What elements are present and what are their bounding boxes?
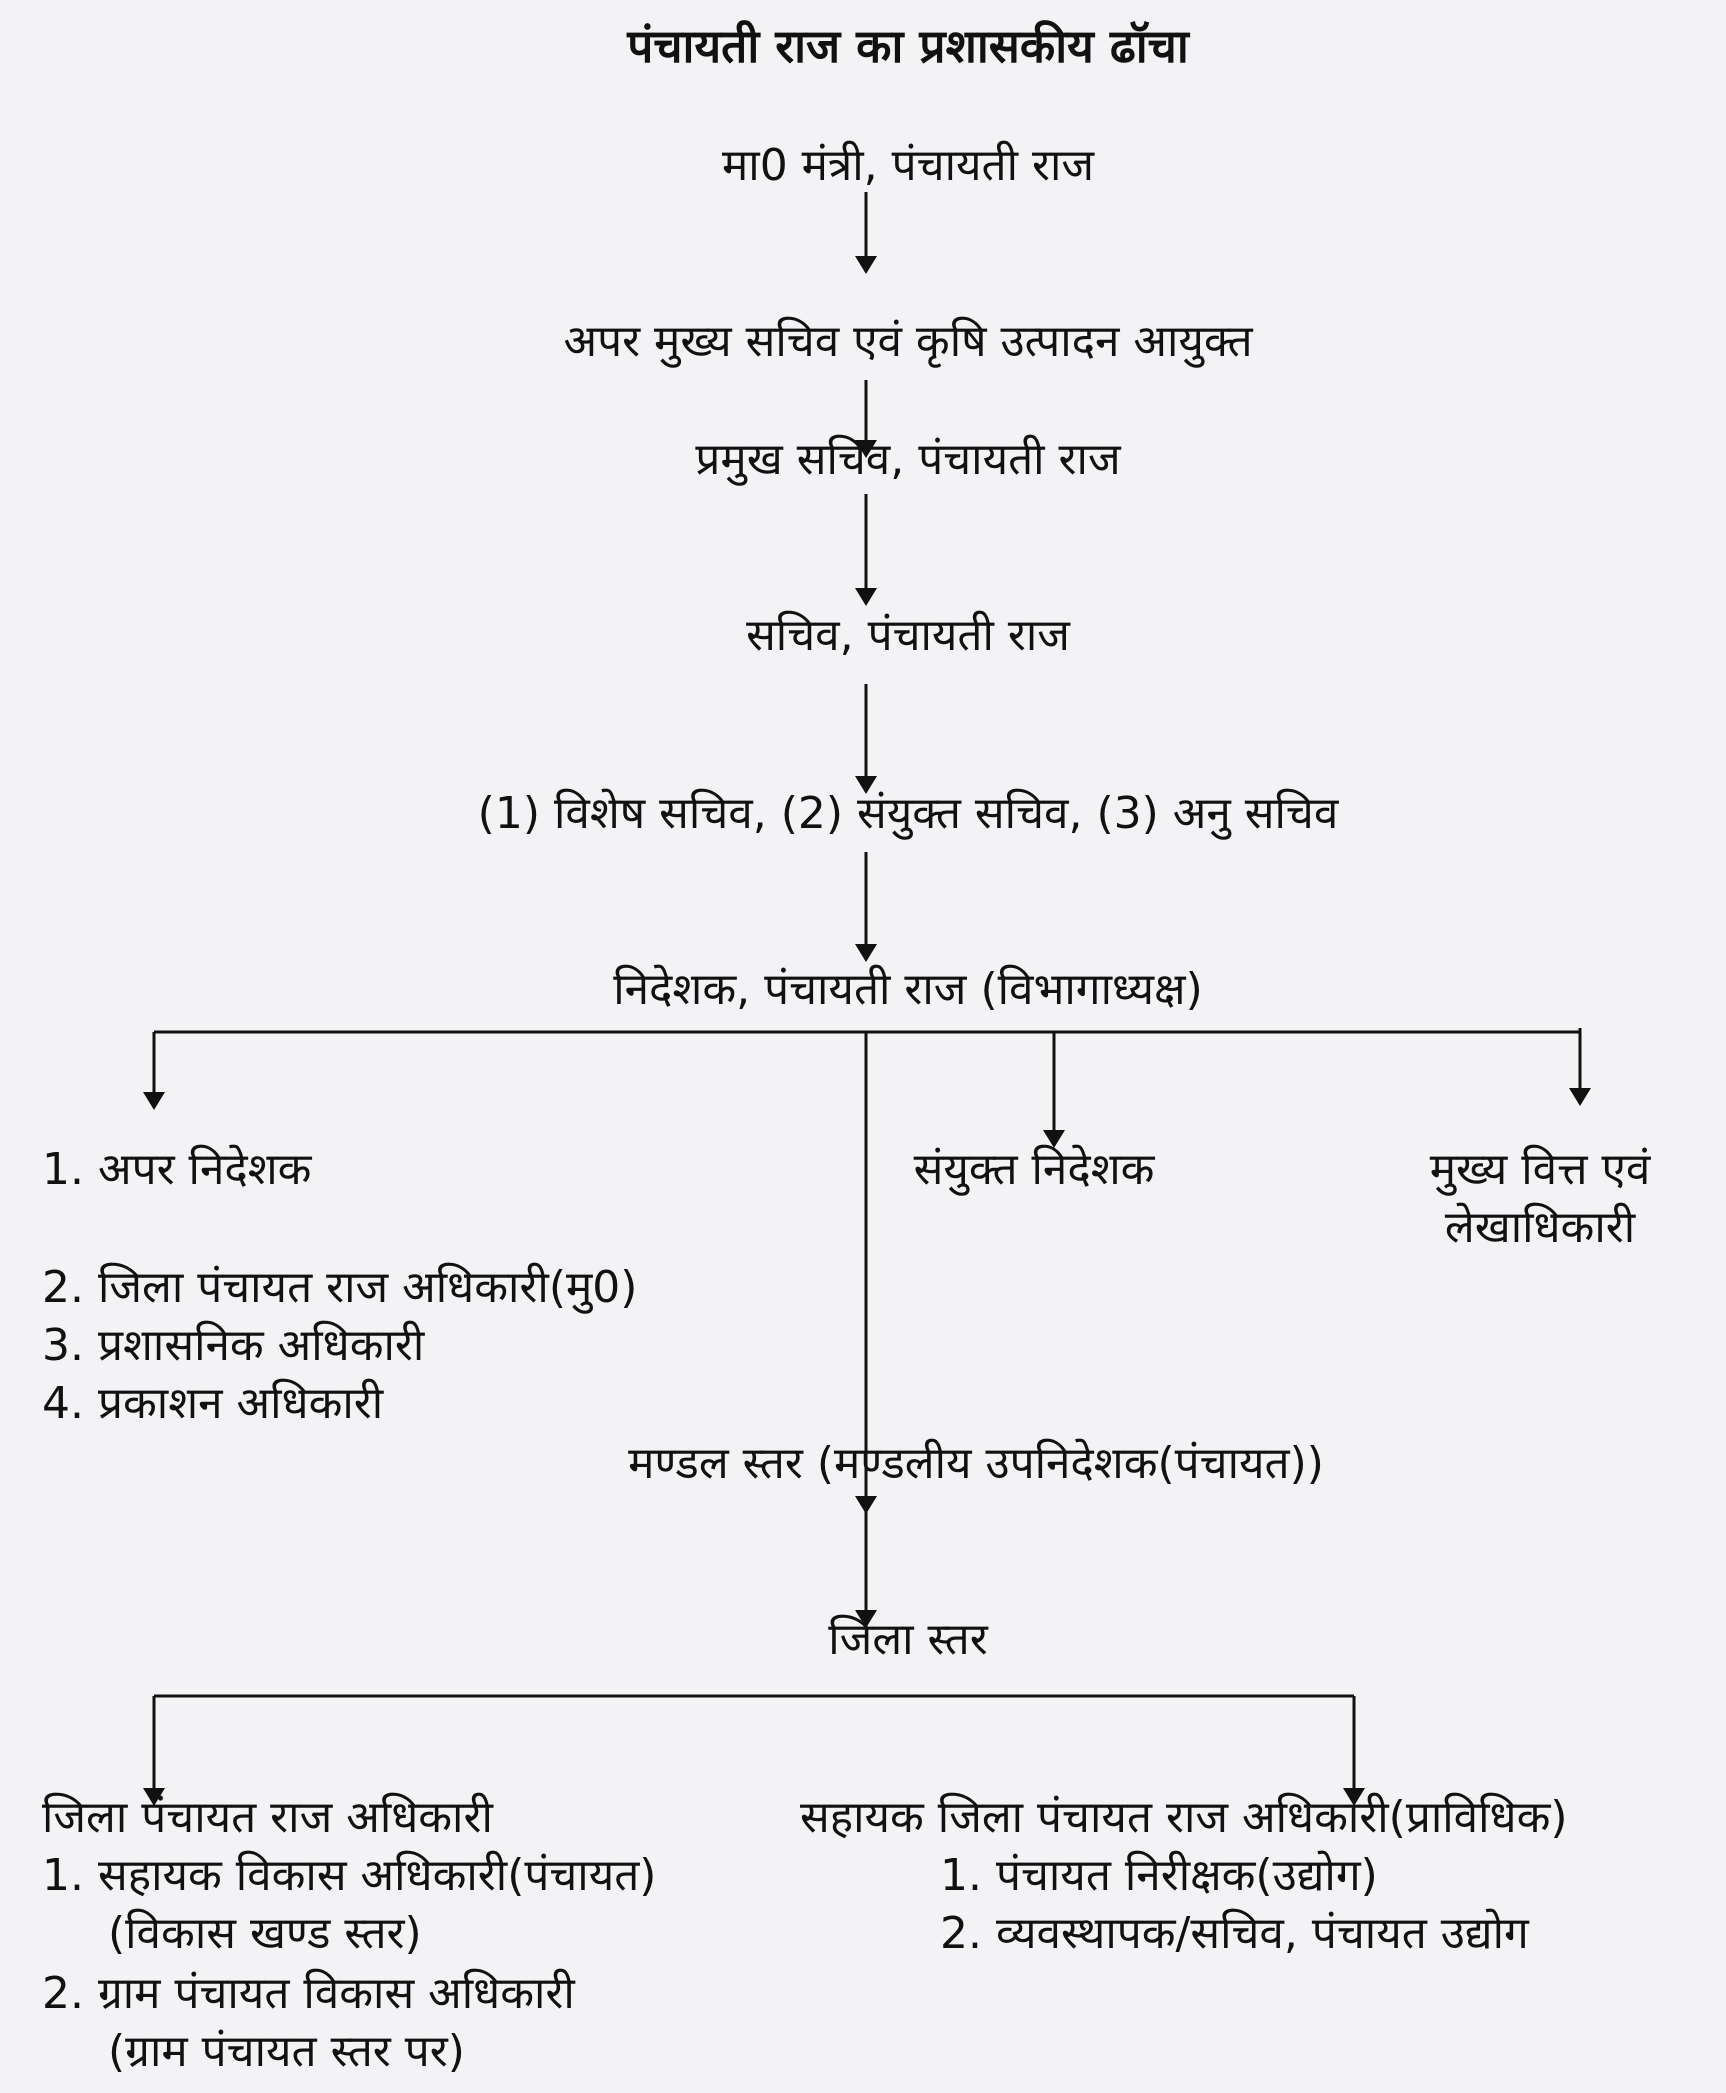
node-principal-secretary: प्रमुख सचिव, पंचायती राज (695, 434, 1121, 485)
node-joint-director: संयुक्त निदेशक (913, 1144, 1155, 1195)
node-secretaries-sub: (1) विशेष सचिव, (2) संयुक्त सचिव, (3) अन… (477, 788, 1339, 839)
list-item: 1. सहायक विकास अधिकारी(पंचायत) (42, 1850, 657, 1901)
arrowhead (855, 588, 877, 606)
page-title: पंचायती राज का प्रशासकीय ढॉचा (627, 19, 1189, 73)
list-item: 1. पंचायत निरीक्षक(उद्योग) (940, 1850, 1378, 1901)
arrowhead (143, 1788, 165, 1806)
node-minister: मा0 मंत्री, पंचायती राज (721, 140, 1095, 191)
list-item: 2. व्यवस्थापक/सचिव, पंचायत उद्योग (940, 1908, 1529, 1959)
arrowhead (855, 440, 877, 458)
list-item: 2. जिला पंचायत राज अधिकारी(मु0) (42, 1262, 638, 1313)
arrowhead (143, 1092, 165, 1110)
node-finance-line2: लेखाधिकारी (1444, 1202, 1636, 1253)
arrowhead (855, 256, 877, 274)
node-mandal: मण्डल स्तर (मण्डलीय उपनिदेशक(पंचायत)) (628, 1438, 1324, 1489)
list-item: 1. अपर निदेशक (42, 1144, 312, 1195)
arrowhead (1043, 1130, 1065, 1148)
arrowhead (1343, 1788, 1365, 1806)
district-left-head: जिला पंचायत राज अधिकारी (42, 1792, 493, 1843)
district-right-head: सहायक जिला पंचायत राज अधिकारी(प्राविधिक) (800, 1792, 1568, 1843)
list-item: 2. ग्राम पंचायत विकास अधिकारी (42, 1968, 575, 2019)
arrowhead (855, 944, 877, 962)
arrowhead (855, 776, 877, 794)
list-item-sub: (विकास खण्ड स्तर) (108, 1908, 422, 1959)
node-district: जिला स्तर (828, 1614, 988, 1665)
arrowhead (1569, 1088, 1591, 1106)
list-item: 3. प्रशासनिक अधिकारी (42, 1320, 425, 1371)
arrowhead (855, 1496, 877, 1514)
node-finance-line1: मुख्य वित्त एवं (1429, 1144, 1651, 1195)
list-item: 4. प्रकाशन अधिकारी (42, 1378, 384, 1429)
node-acs: अपर मुख्य सचिव एवं कृषि उत्पादन आयुक्त (563, 316, 1253, 367)
node-secretary: सचिव, पंचायती राज (746, 610, 1070, 661)
list-item-sub: (ग्राम पंचायत स्तर पर) (108, 2026, 465, 2077)
arrowhead (855, 1610, 877, 1628)
node-director: निदेशक, पंचायती राज (विभागाध्यक्ष) (613, 964, 1203, 1015)
